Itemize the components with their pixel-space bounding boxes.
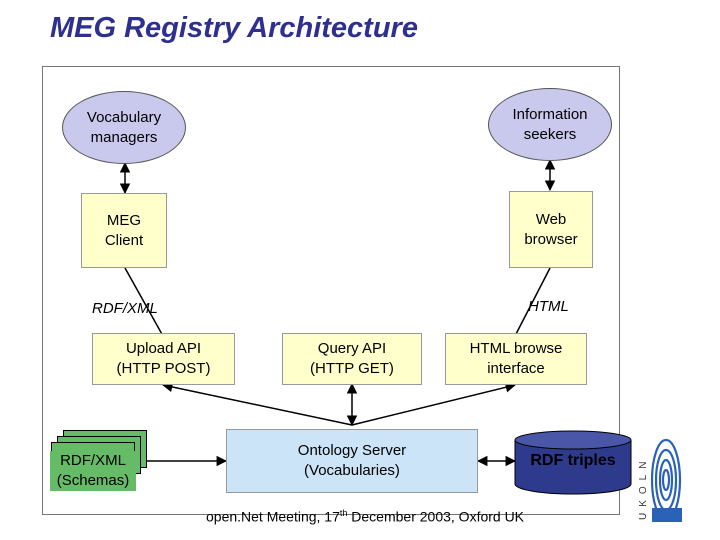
ukoln-logo: UKOLN: [634, 418, 682, 522]
line-client-upload: [124, 267, 164, 337]
query-api-box: Query API (HTTP GET): [282, 333, 422, 385]
arrow-server-upload: [161, 381, 353, 426]
footer-text-after: December 2003, Oxford UK: [347, 508, 525, 525]
slide-title: MEG Registry Architecture: [50, 12, 418, 44]
meg-client-box: MEG Client: [81, 193, 167, 268]
footer-text-before: open.Net Meeting, 17: [206, 508, 340, 525]
information-seekers-node: Information seekers: [488, 88, 612, 161]
html-browse-interface-box: HTML browse interface: [445, 333, 587, 385]
footer-text: open.Net Meeting, 17th December 2003, Ox…: [206, 508, 524, 525]
ukoln-logo-text: UKOLN: [638, 456, 649, 520]
web-browser-box: Web browser: [509, 191, 593, 268]
footer-text-sup: th: [339, 508, 348, 518]
ontology-server-box: Ontology Server (Vocabularies): [226, 429, 478, 493]
html-label: HTML: [528, 298, 569, 315]
vocabulary-managers-node: Vocabulary managers: [62, 91, 186, 164]
rdf-xml-schemas-label: RDF/XML (Schemas): [50, 451, 136, 491]
rdf-triples-database-icon: [514, 430, 632, 495]
diagram-frame: [42, 66, 620, 515]
upload-api-box: Upload API (HTTP POST): [92, 333, 235, 385]
arrow-server-html: [351, 382, 517, 426]
line-browser-html: [514, 267, 551, 337]
rdf-triples-label: RDF triples: [530, 452, 616, 469]
rdf-xml-label: RDF/XML: [92, 300, 158, 317]
